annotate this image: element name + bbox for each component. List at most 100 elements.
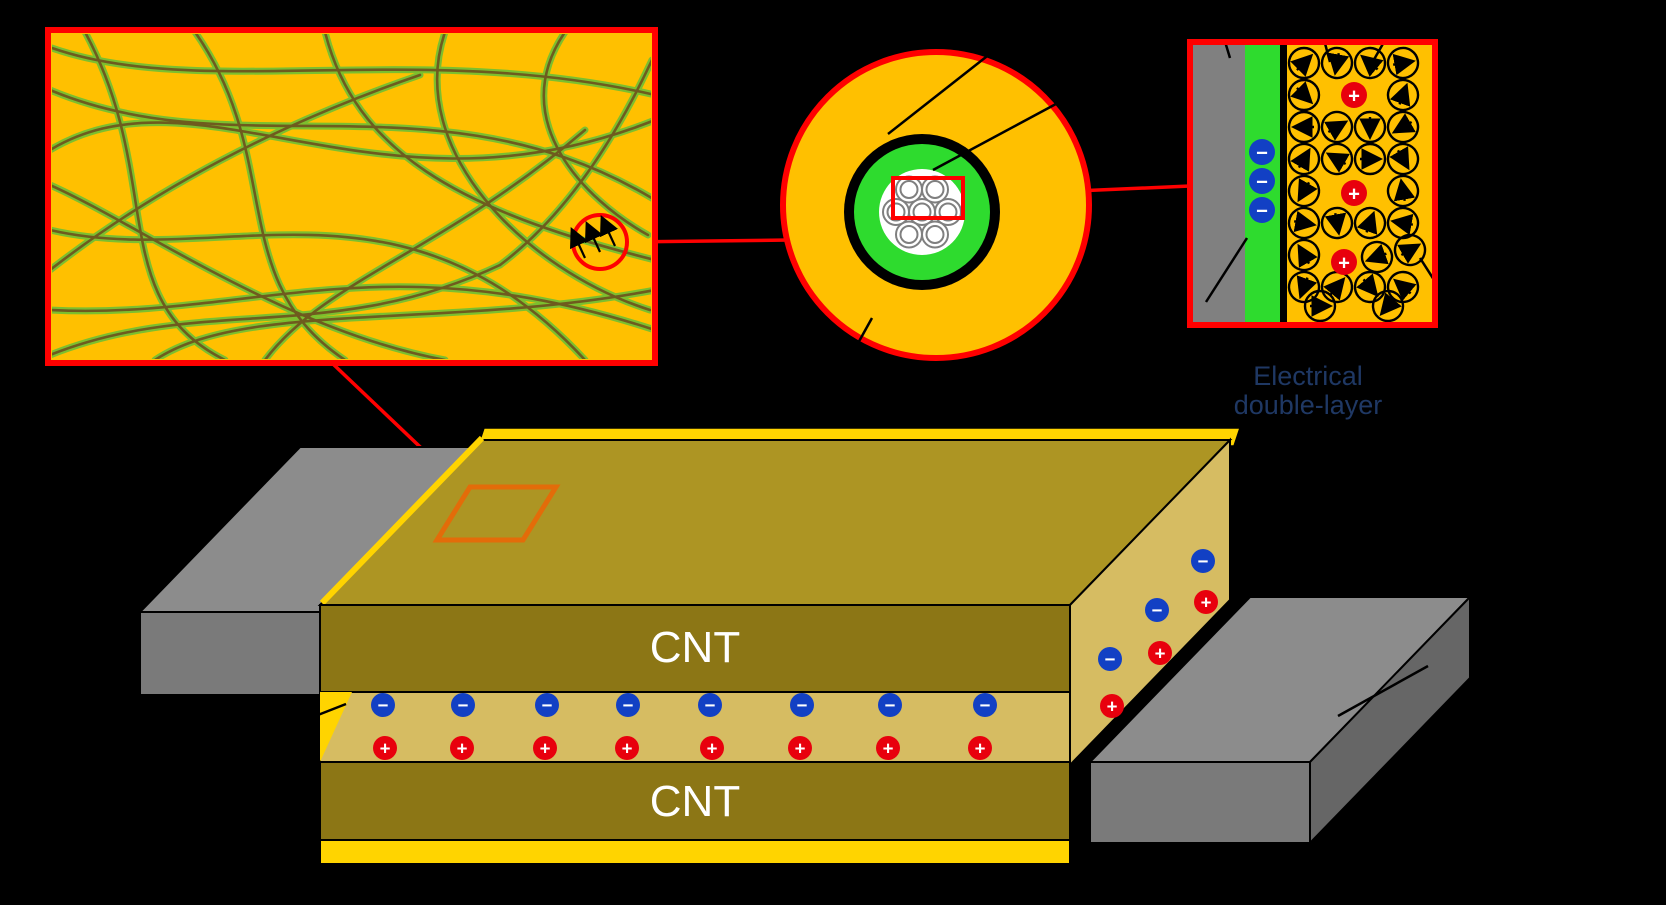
diameter-arrow bbox=[570, 227, 588, 259]
minus-ion-glyph: − bbox=[705, 695, 716, 716]
plus-ion: + bbox=[876, 736, 900, 760]
solvent-dipole bbox=[1353, 270, 1387, 304]
plus-ion-glyph: + bbox=[707, 738, 718, 759]
dipole-arrow bbox=[1324, 212, 1347, 236]
zoom-marker-parallelogram bbox=[432, 484, 561, 543]
cnt-tube-core bbox=[52, 263, 502, 356]
plus-ion: + bbox=[1100, 694, 1124, 718]
leader-line-sheath bbox=[840, 317, 874, 373]
minus-ion: − bbox=[535, 693, 559, 717]
plus-ion-glyph: + bbox=[1107, 696, 1118, 717]
dipole-arrow bbox=[1356, 273, 1379, 297]
minus-ion-glyph: − bbox=[542, 695, 553, 716]
solvent-dipole bbox=[1393, 233, 1427, 267]
right-collector-front-face bbox=[1089, 761, 1311, 844]
solvent-dipole bbox=[1287, 46, 1321, 80]
bottom-gold-film-front-face bbox=[319, 839, 1071, 865]
edl-caption-line2: double-layer bbox=[1234, 390, 1383, 420]
leader-line-edl-3 bbox=[1366, 45, 1384, 71]
solvent-dipole bbox=[1287, 238, 1321, 272]
solvent-dipole bbox=[1287, 174, 1321, 208]
minus-ion: − bbox=[698, 693, 722, 717]
plus-ion-glyph: + bbox=[1201, 592, 1212, 613]
bundle-tube bbox=[921, 220, 949, 249]
edl-zoom-marker-rect bbox=[891, 176, 965, 220]
solvent-dipole bbox=[1386, 46, 1420, 80]
solvent-dipole bbox=[1386, 174, 1420, 208]
cnt-tube-core bbox=[264, 128, 587, 359]
plus-ion-glyph: + bbox=[1338, 252, 1350, 274]
minus-ion: − bbox=[1249, 197, 1275, 223]
solvent-dipole bbox=[1386, 78, 1420, 112]
plus-ion-glyph: + bbox=[1348, 183, 1360, 205]
dipole-arrow bbox=[1296, 275, 1318, 300]
minus-ion: − bbox=[1191, 549, 1215, 573]
plus-ion: + bbox=[533, 736, 557, 760]
plus-ion: + bbox=[373, 736, 397, 760]
plus-ion: + bbox=[1341, 82, 1367, 108]
solvent-dipole bbox=[1386, 110, 1420, 144]
dipole-arrow bbox=[1323, 277, 1346, 301]
dipole-arrow bbox=[1325, 152, 1350, 173]
edl-ions: +++−−− bbox=[1249, 82, 1367, 275]
minus-ion-glyph: − bbox=[1256, 200, 1268, 222]
cnt-tube-core bbox=[542, 34, 650, 237]
cnt-tube-core bbox=[194, 34, 346, 359]
plus-ion: + bbox=[1341, 180, 1367, 206]
minus-ion: − bbox=[616, 693, 640, 717]
cnt-tube-core bbox=[84, 34, 226, 359]
separator-front-face bbox=[319, 691, 1071, 763]
plus-ion-glyph: + bbox=[540, 738, 551, 759]
plus-ion: + bbox=[615, 736, 639, 760]
edl-solvent-dipoles bbox=[1287, 46, 1427, 322]
minus-ion-glyph: − bbox=[458, 695, 469, 716]
dipole-arrow bbox=[1297, 178, 1318, 203]
right-current-collector bbox=[1087, 594, 1473, 846]
cnt-network-border bbox=[45, 27, 658, 366]
leader-line-edl-2 bbox=[1324, 45, 1332, 63]
minus-ion-glyph: − bbox=[885, 695, 896, 716]
plus-ion: + bbox=[700, 736, 724, 760]
cnt-tube-core bbox=[52, 285, 651, 331]
plus-ion: + bbox=[1194, 590, 1218, 614]
minus-ion-glyph: − bbox=[378, 695, 389, 716]
dipole-arrow bbox=[1364, 243, 1389, 265]
plus-ion-glyph: + bbox=[1155, 643, 1166, 664]
plus-ion-glyph: + bbox=[1348, 85, 1360, 107]
minus-ion: − bbox=[1249, 168, 1275, 194]
cnt-tube-core bbox=[52, 229, 586, 359]
minus-ion-glyph: − bbox=[1105, 649, 1116, 670]
solvent-dipole bbox=[1287, 110, 1321, 144]
edl-caption-line1: Electrical bbox=[1253, 361, 1363, 391]
plus-ion-glyph: + bbox=[975, 738, 986, 759]
solvent-dipole bbox=[1303, 289, 1337, 322]
dipole-arrow bbox=[1324, 120, 1349, 141]
solvent-dipole bbox=[1287, 142, 1321, 176]
solvent-dipole bbox=[1287, 206, 1321, 240]
minus-ion: − bbox=[371, 693, 395, 717]
minus-ion: − bbox=[1098, 647, 1122, 671]
minus-ion: − bbox=[451, 693, 475, 717]
diameter-arrow bbox=[585, 221, 603, 253]
plus-ion: + bbox=[1331, 249, 1357, 275]
edl-content: +++−−− bbox=[1193, 45, 1432, 322]
dipole-arrow bbox=[1290, 53, 1314, 77]
dipole-arrow bbox=[1293, 210, 1317, 233]
solvent-dipole bbox=[1371, 289, 1405, 322]
plus-ion-glyph: + bbox=[380, 738, 391, 759]
edl-interface-line bbox=[1280, 45, 1287, 322]
fiber-cross-section bbox=[780, 45, 1092, 373]
dipole-arrow bbox=[1297, 243, 1318, 268]
cnt-tube-core bbox=[52, 73, 422, 271]
leader-line-separator bbox=[299, 702, 347, 724]
leader-line-bundle bbox=[932, 88, 1083, 172]
plus-ion: + bbox=[1148, 641, 1172, 665]
dipole-arrow bbox=[1389, 82, 1411, 107]
solvent-dipole bbox=[1353, 142, 1387, 176]
cnt-tube-core bbox=[435, 34, 651, 312]
dipole-arrow bbox=[1391, 113, 1416, 134]
dipole-arrow bbox=[1389, 146, 1410, 171]
dipole-arrow bbox=[1327, 52, 1350, 76]
